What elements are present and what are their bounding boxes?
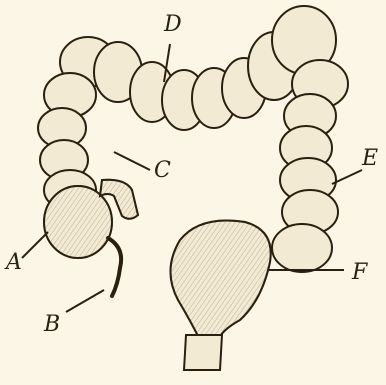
label-c: C xyxy=(154,160,171,182)
caecum xyxy=(44,186,112,258)
label-f: F xyxy=(352,262,367,284)
label-b: B xyxy=(44,314,60,336)
label-e: E xyxy=(362,148,378,170)
appendix xyxy=(108,238,121,296)
label-d: D xyxy=(164,14,182,36)
rectum xyxy=(170,220,270,370)
label-a: A xyxy=(6,252,22,274)
